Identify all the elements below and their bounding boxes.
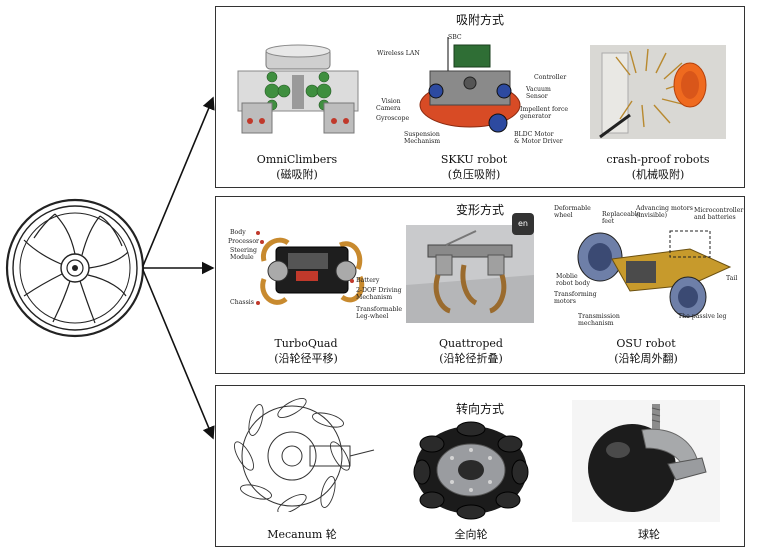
turboquad-label-chassis: Chassis xyxy=(230,299,254,306)
turboquad-label-processor: Processor xyxy=(228,238,260,245)
turboquad-image xyxy=(258,225,366,313)
omni-wheel-image xyxy=(412,420,530,520)
quattroped-item: en Quattroped (沿轮径折叠) xyxy=(396,213,546,373)
osu-robot-caption: OSU robot xyxy=(616,337,676,350)
mecanum-wheel-item: Mecanum 轮 xyxy=(222,390,382,544)
turboquad-pointer-dot xyxy=(256,301,260,305)
crash-proof-robots-image xyxy=(590,45,726,139)
mecanum-wheel-caption: Mecanum 轮 xyxy=(267,528,337,541)
skku-robot-subcaption: (负压吸附) xyxy=(447,168,501,181)
omniclimbers-image xyxy=(228,41,368,141)
osu-robot-image xyxy=(570,221,738,321)
ball-wheel-item: 球轮 xyxy=(556,390,742,544)
panel-title-steering: 转向方式 xyxy=(455,402,504,416)
osu-label-passive-leg: The passive leg xyxy=(678,313,727,320)
turboquad-pointer-dot xyxy=(256,231,260,235)
turboquad-pointer-dot xyxy=(350,279,354,283)
crash-proof-robots-caption: crash-proof robots xyxy=(606,153,710,166)
turboquad-pointer-dot xyxy=(260,240,264,244)
skku-robot-image xyxy=(414,31,526,141)
turboquad-label-battery: Battery xyxy=(356,277,380,284)
mecanum-wheel-image xyxy=(228,394,378,512)
osu-label-advancing-motors: Advancing motors(invisible) xyxy=(636,205,693,219)
skku-label-controller: Controller xyxy=(534,74,567,81)
source-wheel-icon xyxy=(5,198,145,338)
adhesion-panel: 吸附方式 OmniClimbers (磁吸附) xyxy=(215,6,745,188)
crash-proof-robots-subcaption: (机械吸附) xyxy=(631,168,685,181)
steering-panel: 转向方式 xyxy=(215,385,745,547)
skku-label-gyroscope: Gyroscope xyxy=(376,115,410,122)
omniclimbers-item: OmniClimbers (磁吸附) xyxy=(222,39,372,185)
language-toggle-badge[interactable]: en xyxy=(512,213,534,235)
skku-label-sbc: SBC xyxy=(448,34,462,41)
panel-title-transformation: 变形方式 xyxy=(455,203,504,217)
skku-robot-caption: SKKU robot xyxy=(440,153,508,166)
panel-title-adhesion: 吸附方式 xyxy=(455,13,504,27)
omniclimbers-caption: OmniClimbers xyxy=(256,153,338,166)
quattroped-caption: Quattroped xyxy=(439,337,503,350)
quattroped-image xyxy=(406,225,534,323)
skku-label-wireless-lan: Wireless LAN xyxy=(377,50,420,57)
omni-wheel-caption: 全向轮 xyxy=(454,528,488,541)
omni-wheel-item: 全向轮 xyxy=(396,390,546,544)
ball-wheel-image xyxy=(572,400,720,522)
omniclimbers-subcaption: (磁吸附) xyxy=(276,168,318,181)
osu-label-tail: Tail xyxy=(726,275,738,282)
turboquad-label-body: Body xyxy=(230,229,246,236)
turboquad-caption: TurboQuad xyxy=(274,337,338,350)
osu-robot-subcaption: (沿轮周外翻) xyxy=(614,352,678,365)
crash-proof-robots-item: crash-proof robots (机械吸附) xyxy=(576,39,740,185)
quattroped-subcaption: (沿轮径折叠) xyxy=(439,352,503,365)
ball-wheel-caption: 球轮 xyxy=(638,528,660,541)
skku-label-bldc: BLDC Motor& Motor Driver xyxy=(514,131,563,145)
turboquad-subcaption: (沿轮径平移) xyxy=(274,352,338,365)
